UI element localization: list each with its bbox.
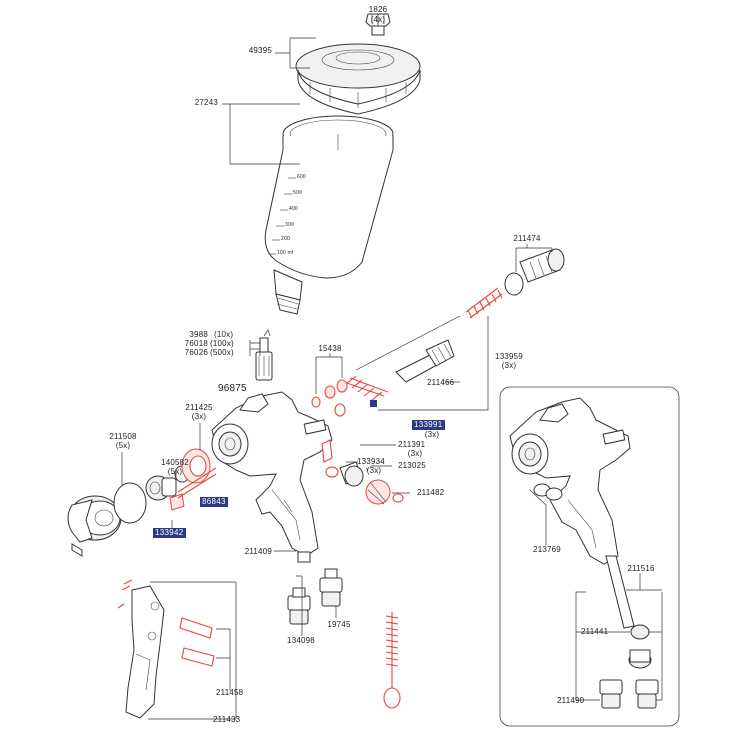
cup-scale <box>268 177 296 255</box>
air-fittings-part <box>287 568 343 625</box>
label-211474: 211474 <box>513 234 541 243</box>
red-spring-part <box>465 287 503 319</box>
inset-air-tube <box>605 555 652 669</box>
air-cap-part <box>67 495 122 557</box>
label-134098: 134098 <box>287 636 315 645</box>
label-211425: 211425 <box>185 403 213 412</box>
label-76018-qty: (100x) <box>210 339 234 348</box>
adjustment-knob-part <box>504 248 565 296</box>
label-1826-qty: (4x) <box>370 15 386 24</box>
label-211391: 211391 <box>398 440 426 449</box>
inset-fittings <box>599 679 659 709</box>
label-211458: 211458 <box>216 688 244 697</box>
label-211516: 211516 <box>627 564 655 573</box>
cup-mark-300: 300 <box>285 222 294 228</box>
red-ring-part <box>181 448 211 484</box>
label-211508-qty: (5x) <box>115 441 131 450</box>
trigger-part <box>117 579 215 719</box>
label-211441: 211441 <box>581 627 609 636</box>
label-133991-qty: (3x) <box>424 430 440 439</box>
cup-mark-200: 200 <box>281 236 290 242</box>
red-seal-part <box>169 467 217 511</box>
label-140582-qty: (5x) <box>167 467 183 476</box>
label-3988: 3988 <box>189 330 208 339</box>
sealing-ring-part <box>113 482 147 524</box>
cup-lid-part <box>295 43 421 115</box>
label-76018: 76018 <box>184 339 208 348</box>
label-211425-qty: (3x) <box>191 412 207 421</box>
label-1826: 1826 <box>368 5 388 14</box>
inset-gun-body <box>509 397 631 565</box>
label-211409: 211409 <box>244 547 272 556</box>
label-211508: 211508 <box>109 432 137 441</box>
label-133934: 133934 <box>357 457 385 466</box>
label-133934-qty: (3x) <box>366 466 382 475</box>
label-49395: 49395 <box>248 46 272 55</box>
label-213769: 213769 <box>533 545 561 554</box>
label-96875: 96875 <box>218 383 247 394</box>
cup-mark-500: 500 <box>293 190 302 196</box>
tag-133991: 133991 <box>412 420 445 430</box>
label-133959: 133959 <box>495 352 523 361</box>
label-140582: 140582 <box>161 458 189 467</box>
tag-133942: 133942 <box>153 528 186 538</box>
cup-mark-400: 400 <box>289 206 298 212</box>
inset-frame <box>499 386 680 727</box>
label-76026: 76026 <box>184 348 208 357</box>
red-valve-parts <box>311 379 348 417</box>
label-211433: 211433 <box>213 715 241 724</box>
paint-cup-part <box>264 115 394 315</box>
label-133959-qty: (3x) <box>501 361 517 370</box>
leader-lines <box>121 14 663 720</box>
gun-body-part <box>211 391 333 563</box>
label-211391-qty: (3x) <box>407 449 423 458</box>
label-15438: 15438 <box>318 344 342 353</box>
needle-part <box>355 315 461 383</box>
needle-spring-part <box>343 375 389 407</box>
label-19745: 19745 <box>327 620 351 629</box>
cup-mark-100: 100 ml <box>277 250 294 256</box>
tag-86843: 86843 <box>200 497 228 507</box>
label-211490: 211490 <box>557 696 585 705</box>
air-valve-parts <box>321 439 404 505</box>
label-211466: 211466 <box>427 378 455 387</box>
cleaning-brush-part <box>383 612 401 709</box>
paint-filter-part <box>255 337 273 381</box>
label-213025: 213025 <box>398 461 426 470</box>
label-3988-qty: (10x) <box>214 330 234 339</box>
label-211482: 211482 <box>417 488 445 497</box>
label-76026-qty: (500x) <box>210 348 234 357</box>
label-27243: 27243 <box>194 98 218 107</box>
cup-mark-600: 600 <box>297 174 306 180</box>
